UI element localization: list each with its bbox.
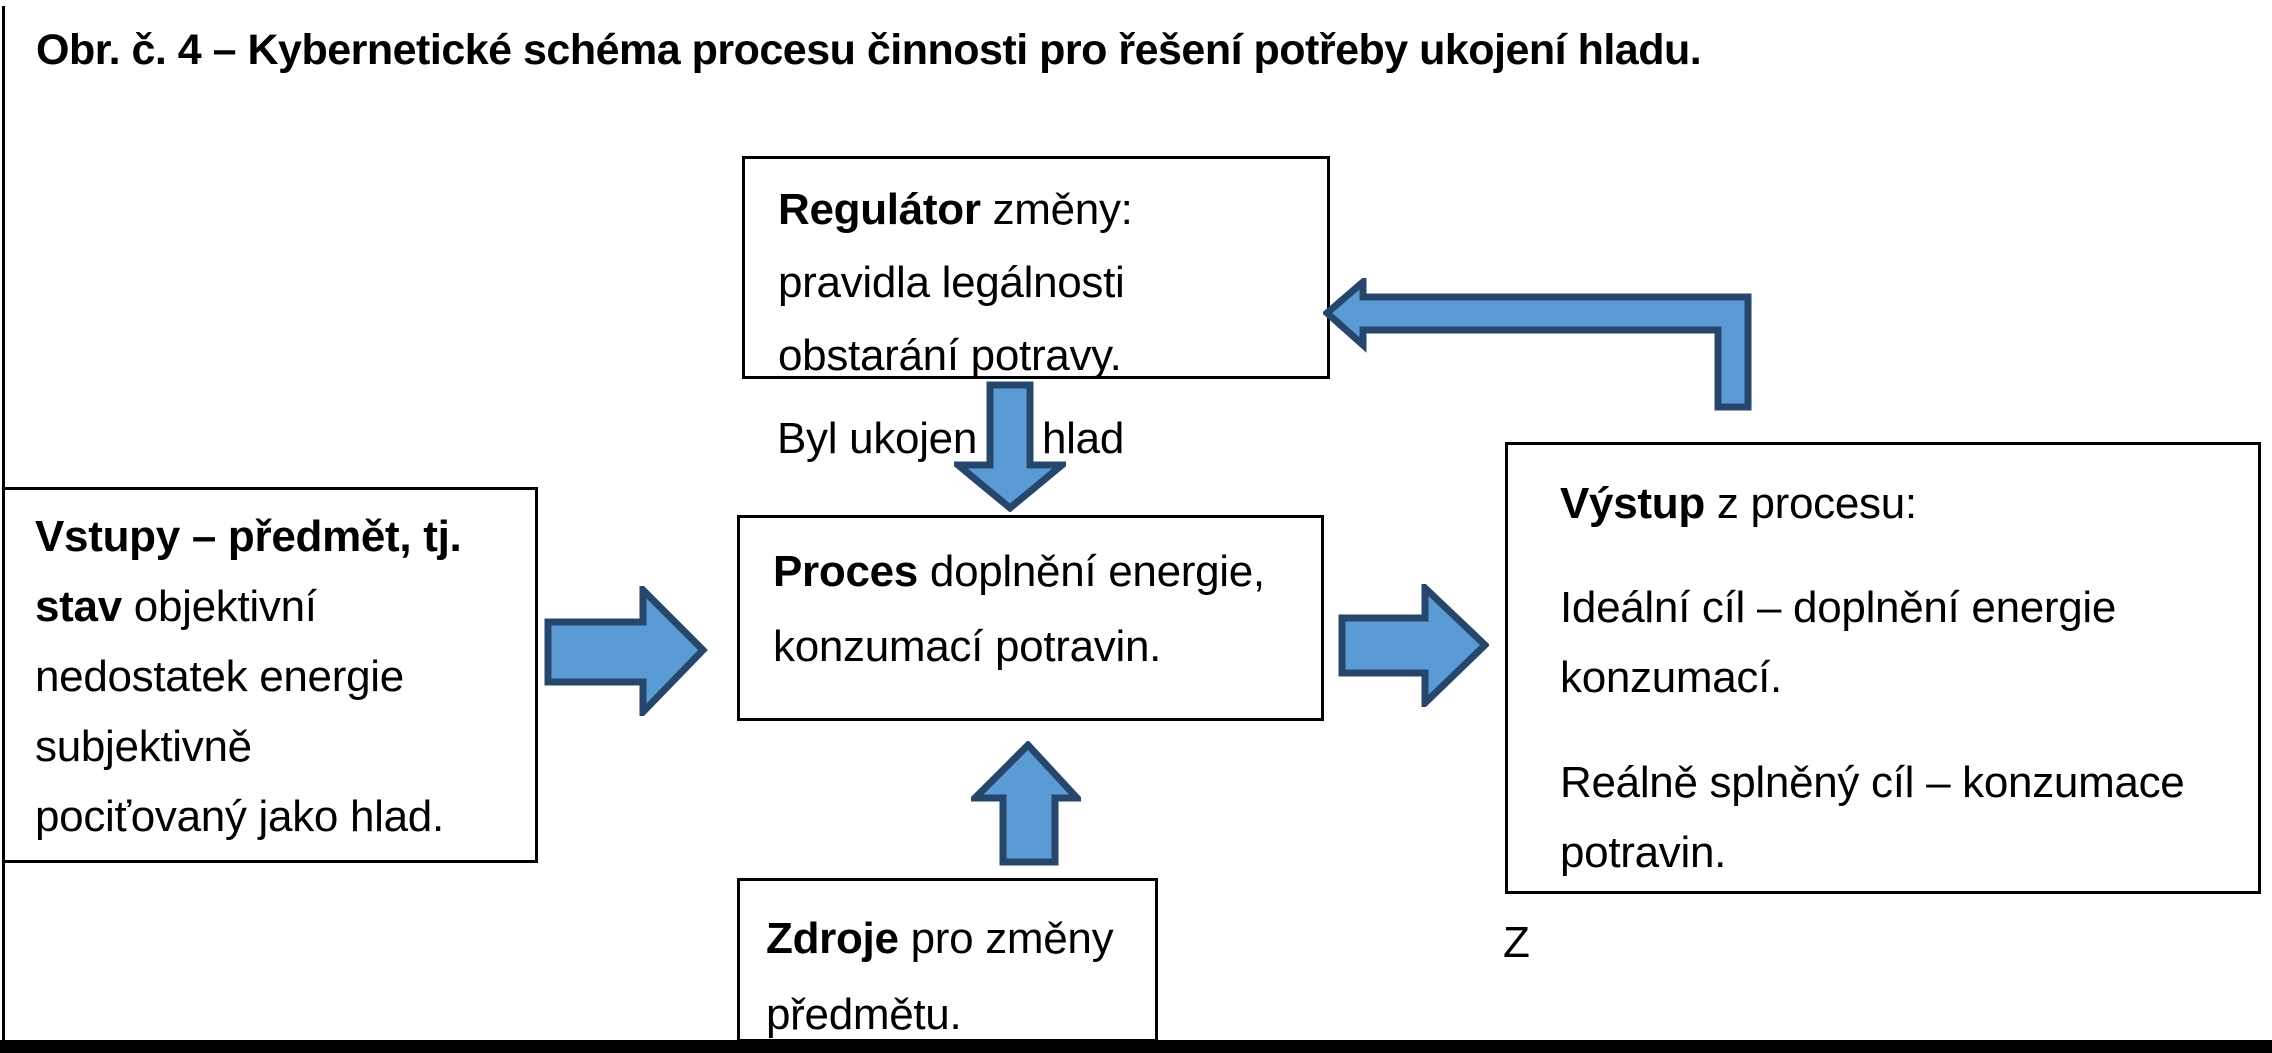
- box-regulator-line1: Regulátor změny:: [778, 173, 1327, 246]
- box-proces-line2: konzumací potravin.: [773, 622, 1162, 671]
- box-vstupy-line2-rest: objektivní: [121, 582, 317, 631]
- arrow-up-icon: [971, 741, 1081, 866]
- figure-title: Obr. č. 4 – Kybernetické schéma procesu …: [36, 26, 1702, 74]
- box-regulator: Regulátor změny: pravidla legálnosti obs…: [742, 156, 1330, 380]
- arrow-right-icon: [544, 586, 708, 716]
- box-proces-title-bold: Proces: [773, 547, 918, 596]
- bottom-black-bar: [0, 1040, 2272, 1053]
- box-vstupy: Vstupy – předmět, tj. stav objektivní ne…: [2, 487, 538, 863]
- box-vystup: Výstup z procesu: Ideální cíl – doplnění…: [1505, 442, 2261, 894]
- box-vstupy-line2: stav objektivní: [35, 572, 535, 642]
- box-vstupy-line2-bold: stav: [35, 582, 122, 631]
- box-zdroje-title-rest: pro změny: [898, 914, 1114, 963]
- box-proces: Proces doplnění energie, konzumací potra…: [737, 515, 1324, 721]
- box-vystup-title-bold: Výstup: [1560, 479, 1705, 528]
- feedback-question-label: Byl ukojen: [777, 414, 978, 463]
- box-vystup-ideal-line1: Ideální cíl – doplnění energie: [1560, 583, 2117, 632]
- box-vstupy-line1: Vstupy – předmět, tj.: [35, 512, 462, 561]
- box-vystup-paragraph-ideal: Ideální cíl – doplnění energie konzumací…: [1560, 573, 2228, 713]
- box-vystup-paragraph-real: Reálně splněný cíl – konzumace potravin.: [1560, 748, 2228, 888]
- box-zdroje-title-bold: Zdroje: [766, 914, 899, 963]
- box-vystup-real-line2: potravin.: [1560, 828, 1727, 877]
- box-regulator-line2: pravidla legálnosti: [778, 258, 1125, 307]
- box-vystup-heading: Výstup z procesu:: [1560, 469, 2228, 539]
- z-label: Z: [1503, 918, 1530, 967]
- box-vystup-ideal-line2: konzumací.: [1560, 653, 1782, 702]
- box-zdroje: Zdroje pro změny předmětu.: [737, 878, 1158, 1042]
- box-regulator-title-rest: změny:: [980, 185, 1133, 234]
- arrow-down-icon: [954, 381, 1066, 512]
- feedback-question-label-2: hlad: [1042, 414, 1124, 463]
- box-vstupy-line5: pociťovaný jako hlad.: [35, 792, 444, 841]
- box-proces-line1: Proces doplnění energie,: [773, 534, 1321, 609]
- box-vstupy-line4: subjektivně: [35, 722, 252, 771]
- box-vystup-title-rest: z procesu:: [1704, 479, 1917, 528]
- box-vstupy-line3: nedostatek energie: [35, 652, 404, 701]
- feedback-arrow-icon: [1323, 278, 1752, 411]
- arrow-right-icon: [1338, 584, 1489, 707]
- box-regulator-title-bold: Regulátor: [778, 185, 981, 234]
- box-regulator-line3: obstarání potravy.: [778, 331, 1122, 380]
- box-zdroje-line1: Zdroje pro změny: [766, 901, 1155, 977]
- box-vystup-real-line1: Reálně splněný cíl – konzumace: [1560, 758, 2185, 807]
- box-proces-title-rest: doplnění energie,: [917, 547, 1265, 596]
- box-zdroje-line2: předmětu.: [766, 990, 962, 1039]
